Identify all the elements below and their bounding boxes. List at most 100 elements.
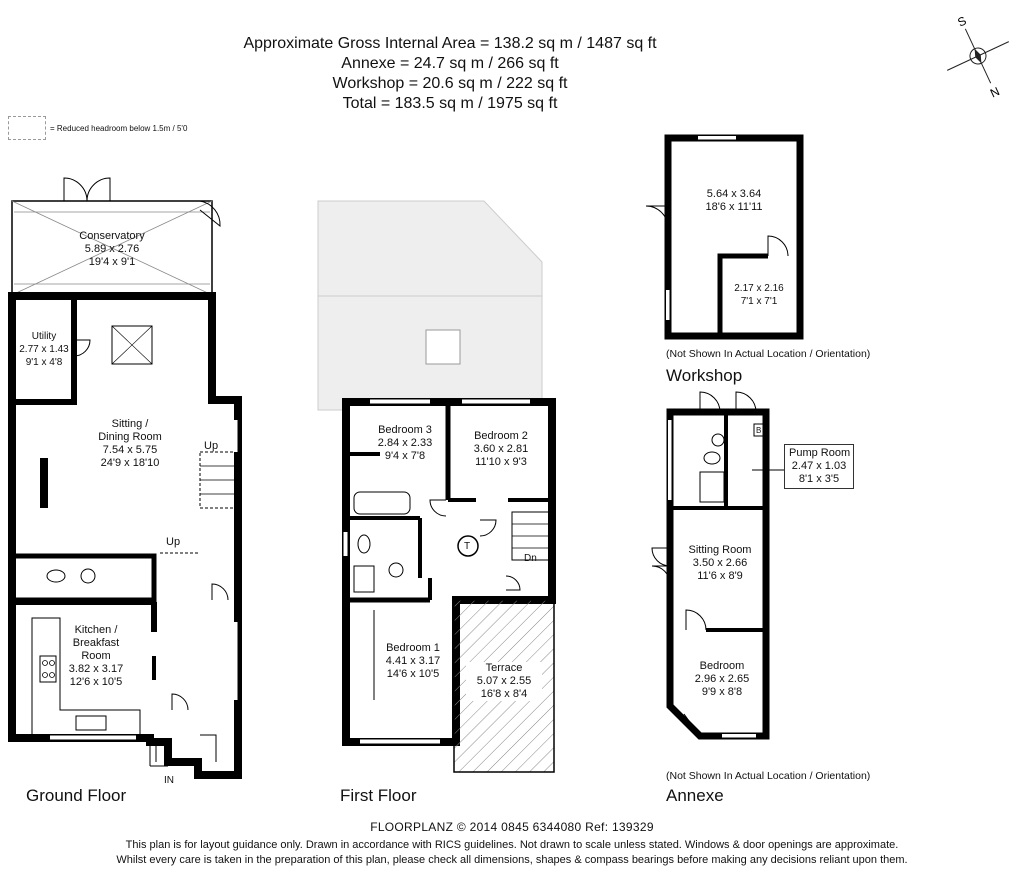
front-door-icon [149, 742, 168, 767]
room-bedroom-2: Bedroom 2 3.60 x 2.81 11'10 x 9'3 [462, 430, 540, 469]
room-metric: 7.54 x 5.75 [102, 444, 158, 456]
room-imperial: 14'6 x 10'5 [386, 668, 440, 680]
headroom-legend: = Reduced headroom below 1.5m / 5'0 [8, 116, 187, 140]
room-annexe-bedroom: Bedroom 2.96 x 2.65 9'9 x 8'8 [686, 660, 758, 699]
utility-walls [9, 293, 77, 405]
room-imperial: 11'10 x 9'3 [475, 456, 527, 468]
legend-text: = Reduced headroom below 1.5m / 5'0 [50, 123, 188, 133]
compass-south-letter: S [955, 14, 968, 30]
room-conservatory: Conservatory 5.89 x 2.76 19'4 x 9'1 [62, 230, 162, 269]
basin-icon [80, 568, 96, 584]
annexe-location-note: (Not Shown In Actual Location / Orientat… [666, 770, 871, 782]
annexe-plan [651, 391, 784, 740]
room-name: Kitchen / [74, 624, 118, 636]
room-workshop-store: 2.17 x 2.16 7'1 x 7'1 [726, 282, 792, 308]
annexe-wc-icon [703, 451, 721, 465]
room-bedroom-1: Bedroom 1 4.41 x 3.17 14'6 x 10'5 [378, 642, 448, 681]
first-stairs-icon [511, 511, 553, 561]
roof-skylight-icon [425, 329, 461, 365]
room-name: Bedroom 2 [474, 430, 528, 442]
workshop-plan [645, 134, 804, 340]
bath-icon [353, 491, 411, 515]
room-name: Sitting / [111, 418, 149, 430]
room-sitting-dining: Sitting / Dining Room 7.54 x 5.75 24'9 x… [80, 418, 180, 470]
room-annexe-sitting: Sitting Room 3.50 x 2.66 11'6 x 8'9 [680, 544, 760, 583]
room-name: Pump Room [789, 447, 851, 459]
fireplace-icon [40, 458, 48, 508]
room-imperial: 18'6 x 11'11 [705, 201, 763, 213]
room-bedroom-3: Bedroom 3 2.84 x 2.33 9'4 x 7'8 [370, 424, 440, 463]
room-utility: Utility 2.77 x 1.43 9'1 x 4'8 [14, 330, 74, 369]
room-metric: 3.50 x 2.66 [692, 557, 748, 569]
room-metric: 3.60 x 2.81 [473, 443, 529, 455]
disclaimer-line-1: This plan is for layout guidance only. D… [125, 839, 899, 851]
room-name: Bedroom [699, 660, 745, 672]
first-floor-title: First Floor [340, 786, 417, 805]
area-line-workshop: Workshop = 20.6 sq m / 222 sq ft [332, 75, 568, 92]
kitchen-counter [31, 617, 141, 737]
room-name: Terrace [485, 662, 523, 674]
workshop-location-note: (Not Shown In Actual Location / Orientat… [666, 348, 871, 360]
room-name: Utility [31, 331, 57, 342]
room-name-2: Breakfast [72, 637, 120, 649]
room-metric: 2.84 x 2.33 [377, 437, 433, 449]
room-metric: 5.07 x 2.55 [476, 675, 532, 687]
room-imperial: 16'8 x 8'4 [480, 688, 528, 700]
conservatory-door-icon [63, 177, 88, 202]
workshop-title: Workshop [666, 366, 743, 385]
room-name: Bedroom 3 [378, 424, 432, 436]
room-metric: 5.64 x 3.64 [706, 188, 762, 200]
toilet-icon [46, 569, 66, 583]
annexe-basin-icon [711, 433, 725, 447]
room-imperial: 11'6 x 8'9 [697, 570, 743, 582]
room-imperial: 9'4 x 7'8 [384, 450, 426, 462]
room-metric: 2.17 x 2.16 [734, 283, 784, 294]
ground-floor-walls [8, 292, 242, 779]
company-credit: FLOORPLANZ © 2014 0845 6344080 Ref: 1393… [370, 820, 654, 834]
room-name: Bedroom 1 [386, 642, 440, 654]
room-pump-room: Pump Room 2.47 x 1.03 8'1 x 3'5 [784, 444, 854, 489]
compass-icon: S N [946, 14, 1010, 100]
ground-floor-title: Ground Floor [26, 786, 127, 805]
room-metric: 2.77 x 1.43 [19, 344, 69, 355]
entrance-label: IN [164, 775, 174, 786]
stair-down-label: Dn [524, 553, 537, 564]
room-metric: 3.82 x 3.17 [68, 663, 124, 675]
hob-icon [39, 655, 57, 683]
room-name: Conservatory [79, 230, 145, 242]
compass-north-letter: N [988, 84, 1002, 100]
first-wc-icon [357, 534, 371, 554]
ground-stairs-icon [199, 451, 237, 509]
ground-wc-walls [9, 553, 157, 603]
room-kitchen: Kitchen / Breakfast Room 3.82 x 3.17 12'… [56, 624, 136, 689]
room-imperial: 19'4 x 9'1 [88, 256, 136, 268]
annexe-shower-icon [699, 471, 725, 503]
disclaimer-line-2: Whilst every care is taken in the prepar… [116, 854, 908, 866]
annexe-title: Annexe [666, 786, 724, 805]
area-terrace: Terrace 5.07 x 2.55 16'8 x 8'4 [466, 662, 542, 701]
area-line-annexe: Annexe = 24.7 sq m / 266 sq ft [341, 55, 559, 72]
room-imperial: 8'1 x 3'5 [798, 473, 840, 485]
first-basin-icon [388, 562, 404, 578]
boiler-icon [753, 423, 765, 437]
room-metric: 4.41 x 3.17 [385, 655, 441, 667]
room-name: Sitting Room [688, 544, 752, 556]
ground-floor-plan [8, 177, 242, 779]
sink-icon [75, 715, 107, 731]
hall-up-label: Up [166, 536, 181, 548]
tank-label: T [464, 541, 471, 552]
room-imperial: 12'6 x 10'5 [69, 676, 123, 688]
tank-icon [457, 535, 479, 557]
roof-area [317, 200, 543, 411]
skylight-icon [111, 325, 153, 365]
room-imperial: 9'1 x 4'8 [25, 357, 63, 368]
room-metric: 2.47 x 1.03 [791, 460, 847, 472]
room-imperial: 7'1 x 7'1 [740, 296, 778, 307]
legend-swatch [8, 116, 46, 140]
room-imperial: 24'9 x 18'10 [100, 457, 160, 469]
stair-up-label: Up [204, 440, 219, 452]
shower-icon [353, 565, 375, 593]
room-name-2: Dining Room [98, 431, 162, 443]
room-metric: 5.89 x 2.76 [84, 243, 140, 255]
